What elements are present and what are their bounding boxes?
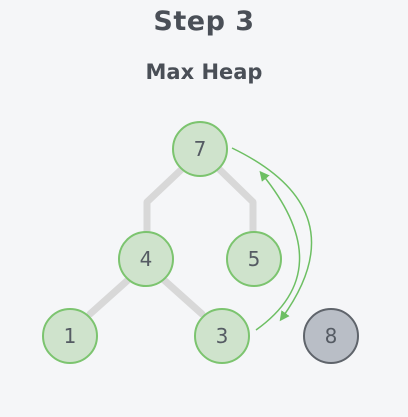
edge-7-5: [214, 164, 257, 236]
node-label-5: 5: [248, 247, 261, 271]
edge-4-3: [160, 276, 206, 318]
step-title: Step 3: [153, 6, 255, 37]
swap-arrow-down: [231, 147, 313, 322]
heap-node-4: 4: [118, 231, 174, 287]
node-label-4: 4: [140, 247, 153, 271]
tree-edges: [86, 164, 257, 318]
edge-7-4: [143, 164, 187, 236]
heap-node-7: 7: [172, 121, 228, 177]
heap-type-title: Max Heap: [145, 60, 263, 84]
swap-arrows: [231, 147, 313, 331]
node-label-1: 1: [64, 324, 77, 348]
heap-node-1: 1: [42, 308, 98, 364]
node-label-7: 7: [194, 137, 207, 161]
edge-4-1: [86, 276, 132, 318]
swap-arrow-up: [255, 170, 301, 331]
node-label-3: 3: [216, 324, 229, 348]
heap-node-5: 5: [226, 231, 282, 287]
heap-node-3: 3: [194, 308, 250, 364]
node-label-8: 8: [325, 324, 338, 348]
removed-node-8: 8: [303, 308, 359, 364]
